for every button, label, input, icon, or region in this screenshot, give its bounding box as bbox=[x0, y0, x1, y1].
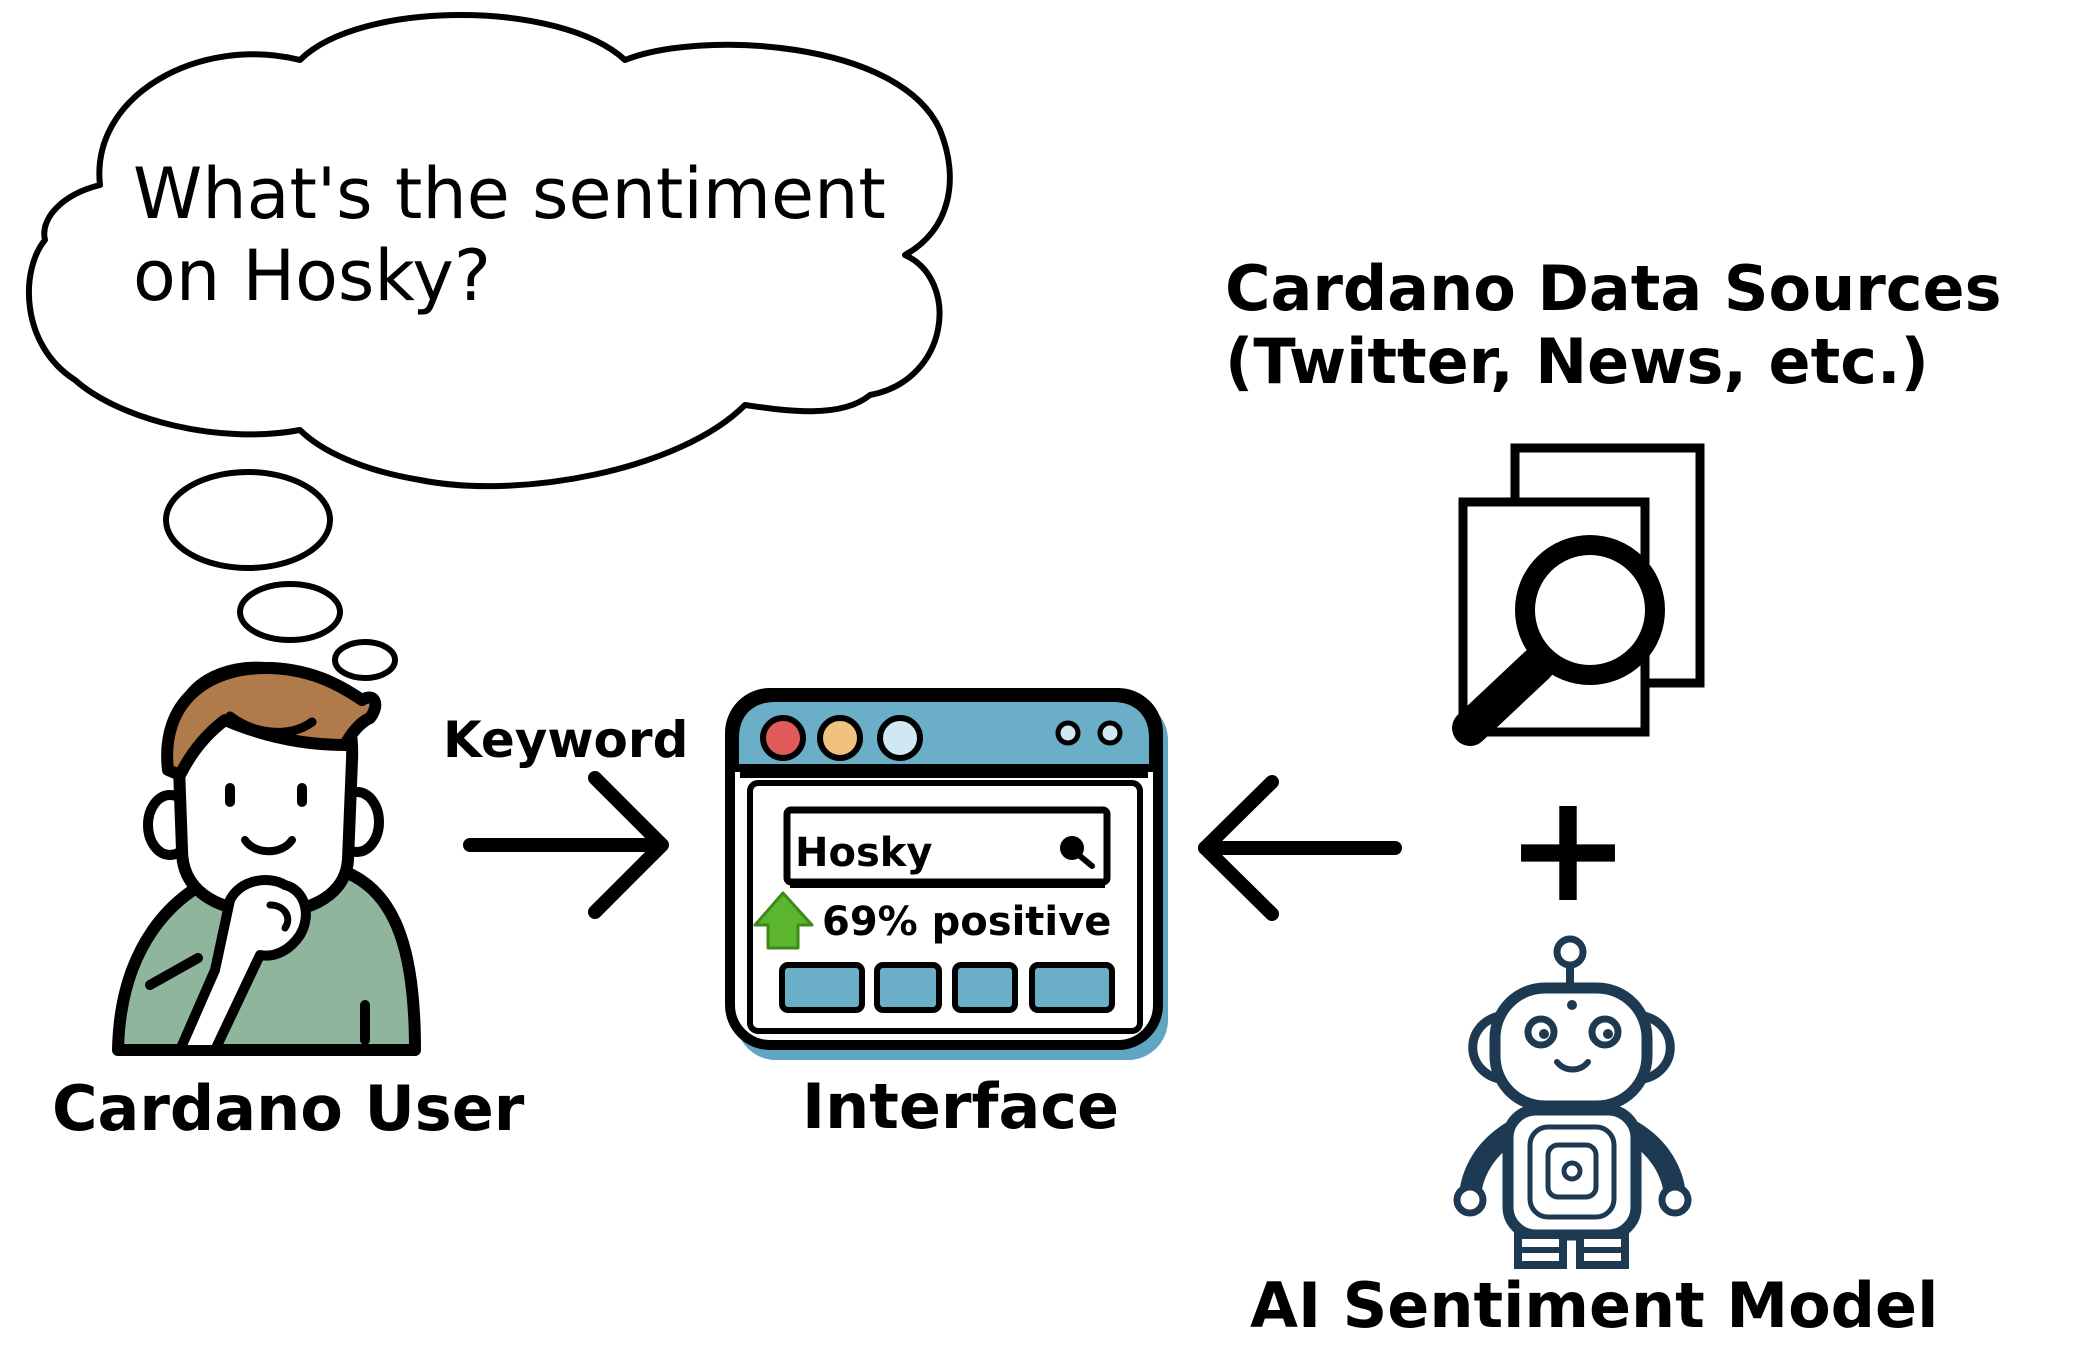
keyword-label: Keyword bbox=[443, 711, 688, 769]
search-value: Hosky bbox=[795, 830, 932, 876]
interface-button-3[interactable] bbox=[952, 962, 1018, 1013]
thought-line-1: What's the sentiment bbox=[133, 153, 886, 235]
window-maximize-button[interactable] bbox=[877, 715, 923, 761]
document-search-icon bbox=[1452, 443, 1705, 746]
sources-arrow bbox=[1198, 775, 1402, 921]
user-eye-right bbox=[297, 783, 307, 807]
robot-forehead-dot bbox=[1567, 1000, 1577, 1010]
user-hair bbox=[161, 662, 382, 781]
sources-title-line-1: Cardano Data Sources bbox=[1225, 252, 2001, 325]
model-label: AI Sentiment Model bbox=[1250, 1269, 1938, 1342]
user-arm-line bbox=[145, 953, 203, 990]
user-label: Cardano User bbox=[52, 1072, 525, 1145]
interface-label: Interface bbox=[802, 1070, 1119, 1143]
robot-smile bbox=[1554, 1059, 1591, 1073]
plus-sign: + bbox=[1505, 762, 1631, 936]
magnifier-handle bbox=[1452, 647, 1555, 746]
user-hair-swirl bbox=[225, 711, 317, 737]
magnifier-lens bbox=[1515, 535, 1665, 685]
thought-dot-medium bbox=[237, 581, 343, 643]
keyword-arrow-head bbox=[588, 771, 669, 919]
robot-hand-left bbox=[1453, 1183, 1487, 1217]
robot-antenna-ball bbox=[1553, 935, 1587, 969]
robot-icon bbox=[1453, 935, 1692, 1269]
search-icon[interactable] bbox=[1060, 836, 1095, 869]
interface-button-2[interactable] bbox=[874, 962, 942, 1013]
thought-cloud-shape bbox=[25, 12, 953, 490]
interface-button-4[interactable] bbox=[1029, 962, 1115, 1013]
sources-title-line-2: (Twitter, News, etc.) bbox=[1225, 325, 1929, 398]
window-dot-2 bbox=[1097, 720, 1123, 746]
user-hand bbox=[175, 875, 311, 1055]
user-eye-left bbox=[225, 783, 235, 807]
thought-bubble: What's the sentiment on Hosky? bbox=[25, 12, 953, 681]
search-input[interactable] bbox=[783, 806, 1111, 886]
window-dot-1 bbox=[1055, 720, 1081, 746]
thought-dot-small bbox=[332, 639, 398, 681]
interface-button-1[interactable] bbox=[779, 962, 865, 1013]
thinking-person-icon bbox=[112, 661, 421, 1056]
window-minimize-button[interactable] bbox=[817, 715, 863, 761]
user-finger-line bbox=[266, 901, 292, 932]
sources-arrow-head bbox=[1198, 775, 1279, 921]
result-text: 69% positive bbox=[822, 899, 1111, 945]
thought-line-2: on Hosky? bbox=[133, 235, 491, 317]
robot-hand-right bbox=[1658, 1183, 1692, 1217]
user-smile bbox=[241, 836, 296, 856]
interface-window: Hosky 69% positive bbox=[725, 688, 1168, 1060]
robot-chip-inner bbox=[1545, 1142, 1599, 1200]
robot-chip bbox=[1527, 1124, 1617, 1220]
keyword-arrow bbox=[463, 771, 669, 919]
thought-dot-large bbox=[163, 469, 333, 571]
window-close-button[interactable] bbox=[760, 715, 806, 761]
up-arrow-icon bbox=[753, 891, 814, 950]
